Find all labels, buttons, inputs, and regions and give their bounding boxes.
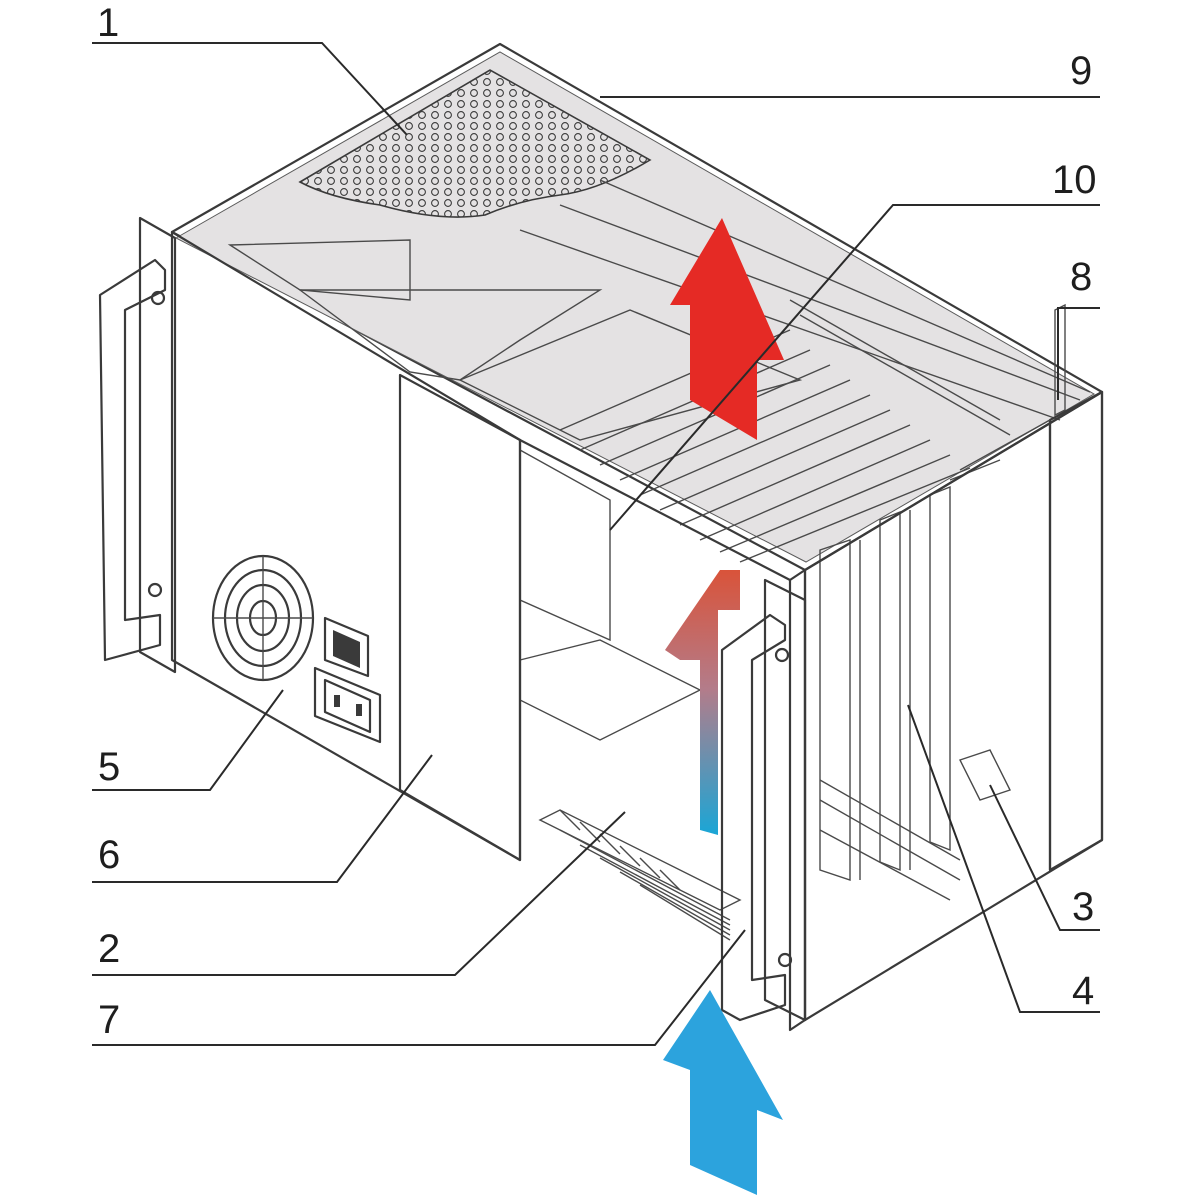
cool-air-arrow-icon xyxy=(663,990,783,1195)
rear-slots xyxy=(789,299,1011,801)
callout-9: 9 xyxy=(1070,49,1092,93)
callout-8: 8 xyxy=(1070,255,1092,299)
left-handle xyxy=(98,216,177,674)
callout-10: 10 xyxy=(1052,158,1097,202)
callout-5: 5 xyxy=(98,745,120,789)
callout-1: 1 xyxy=(97,1,119,45)
psu-front-panel xyxy=(170,230,522,862)
callout-labels: 1 9 10 8 5 6 3 2 4 7 xyxy=(97,1,1097,1042)
power-socket-icon xyxy=(313,666,382,744)
callout-4: 4 xyxy=(1072,969,1094,1013)
callout-7: 7 xyxy=(98,998,120,1042)
card-guides-bottom xyxy=(538,809,742,941)
backplane-rails xyxy=(819,485,961,901)
fan-grille-icon xyxy=(211,554,315,682)
callout-3: 3 xyxy=(1072,885,1094,929)
callout-6: 6 xyxy=(98,833,120,877)
top-cover xyxy=(170,42,1104,572)
mixed-airflow-arrow-icon xyxy=(665,570,740,835)
power-switch-icon xyxy=(323,616,370,678)
right-handle xyxy=(720,578,807,1022)
vent-perforation xyxy=(298,69,652,218)
leader-lines xyxy=(92,42,1100,1046)
callout-2: 2 xyxy=(98,927,120,971)
hot-air-arrow-icon xyxy=(670,218,784,440)
